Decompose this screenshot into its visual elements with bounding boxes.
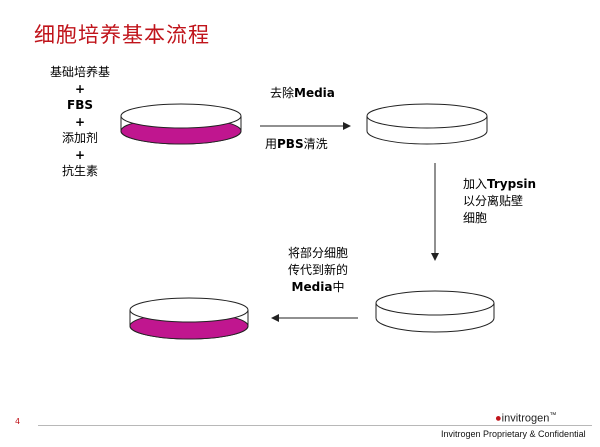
dish-rim xyxy=(120,103,242,129)
ingredient-basal-medium: 基础培养基 xyxy=(49,65,110,79)
dish-rim xyxy=(129,297,249,323)
footer-divider xyxy=(38,425,592,426)
dish-rim xyxy=(366,103,488,129)
slide-title: 细胞培养基本流程 xyxy=(34,23,210,47)
step2-trypsin: Trypsin xyxy=(487,177,537,191)
plus-sign: + xyxy=(74,81,86,96)
step1-sub-suffix: 清洗 xyxy=(303,137,328,151)
step2-line2: 以分离贴壁 xyxy=(463,194,524,208)
brand-mark-icon: ● xyxy=(495,412,502,425)
step2-label: 加入Trypsin 以分离贴壁 细胞 xyxy=(463,176,536,227)
brand-tm: ™ xyxy=(549,412,557,419)
step3-label: 将部分细胞 传代到新的 Media中 xyxy=(276,245,360,296)
plus-sign: + xyxy=(74,114,86,129)
dish-empty-1 xyxy=(366,103,488,145)
dish-rim xyxy=(375,290,495,316)
ingredient-fbs: FBS xyxy=(67,98,93,112)
dish-with-media-2 xyxy=(129,297,249,340)
step3-suffix: 中 xyxy=(332,280,345,294)
step2-prefix: 加入 xyxy=(463,177,488,191)
step3-line2: 传代到新的 xyxy=(287,263,348,277)
dish-empty-2 xyxy=(375,290,495,333)
step1-label: 去除Media xyxy=(270,86,335,101)
ingredient-additive: 添加剂 xyxy=(61,131,98,145)
step1-label-prefix: 去除 xyxy=(270,86,295,100)
ingredient-antibiotic: 抗生素 xyxy=(61,164,98,178)
step1-label-media: Media xyxy=(294,86,335,100)
ingredients-list: 基础培养基 + FBS + 添加剂 + 抗生素 xyxy=(30,64,130,180)
step1-sub-pbs: PBS xyxy=(277,137,304,151)
step3-media: Media xyxy=(291,280,333,294)
step1-sublabel: 用PBS清洗 xyxy=(265,137,328,152)
brand-name: invitrogen xyxy=(501,412,550,425)
brand-logo: ●invitrogen™ xyxy=(495,412,556,425)
page-number: 4 xyxy=(15,417,21,426)
step1-sub-prefix: 用 xyxy=(265,137,278,151)
plus-sign: + xyxy=(74,147,86,162)
step2-line3: 细胞 xyxy=(463,211,488,225)
dish-with-media-1 xyxy=(120,103,242,145)
confidential-note: Invitrogen Proprietary & Confidential xyxy=(441,429,586,439)
step3-line1: 将部分细胞 xyxy=(287,246,348,260)
